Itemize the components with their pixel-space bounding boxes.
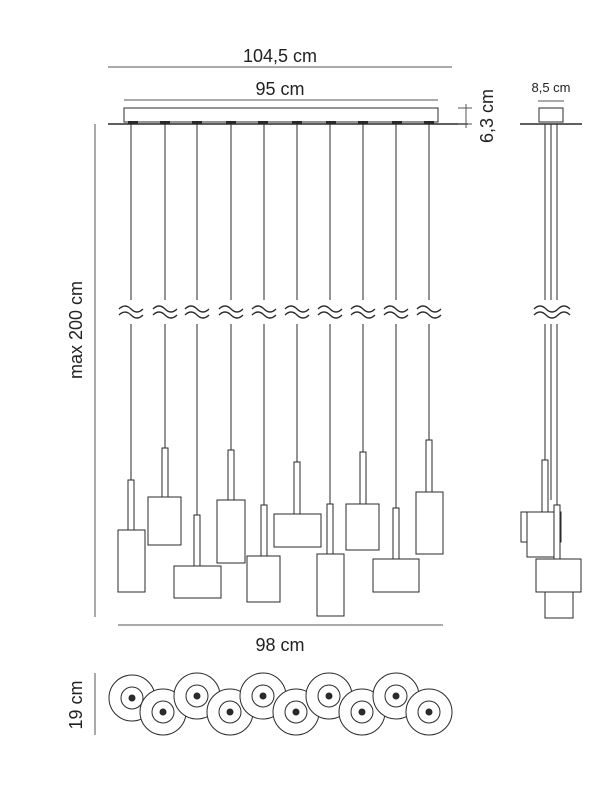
canopy-height-label: 6,3 cm xyxy=(477,89,497,143)
side-break-symbol xyxy=(533,305,571,319)
pendant-5 xyxy=(260,504,268,557)
pendant-7 xyxy=(326,503,334,555)
pendant-9 xyxy=(392,507,400,560)
front-view xyxy=(94,66,472,626)
side-canopy xyxy=(538,107,564,123)
max-drop-label: max 200 cm xyxy=(66,281,86,379)
pendant-8 xyxy=(359,451,367,505)
pendant-1 xyxy=(127,479,135,531)
canopy xyxy=(123,107,439,123)
pendant-10 xyxy=(425,439,433,493)
canopy-width-label: 95 cm xyxy=(255,79,304,99)
side-pendants xyxy=(520,459,582,619)
top-view xyxy=(94,672,453,736)
cable-break-symbols xyxy=(118,305,442,319)
overall-width-label: 104,5 cm xyxy=(243,46,317,66)
disc-10 xyxy=(405,688,453,736)
side-view xyxy=(520,100,582,619)
pendant-4 xyxy=(227,449,235,501)
pendant-lamps xyxy=(117,439,444,617)
depth-label: 19 cm xyxy=(66,680,86,729)
pendant-6 xyxy=(293,461,301,515)
mount-plates xyxy=(128,121,434,124)
pendant-3 xyxy=(193,514,201,567)
cables xyxy=(130,124,430,515)
side-canopy-width-label: 8,5 cm xyxy=(531,80,570,95)
spread-width-label: 98 cm xyxy=(255,635,304,655)
pendant-2 xyxy=(161,447,169,499)
